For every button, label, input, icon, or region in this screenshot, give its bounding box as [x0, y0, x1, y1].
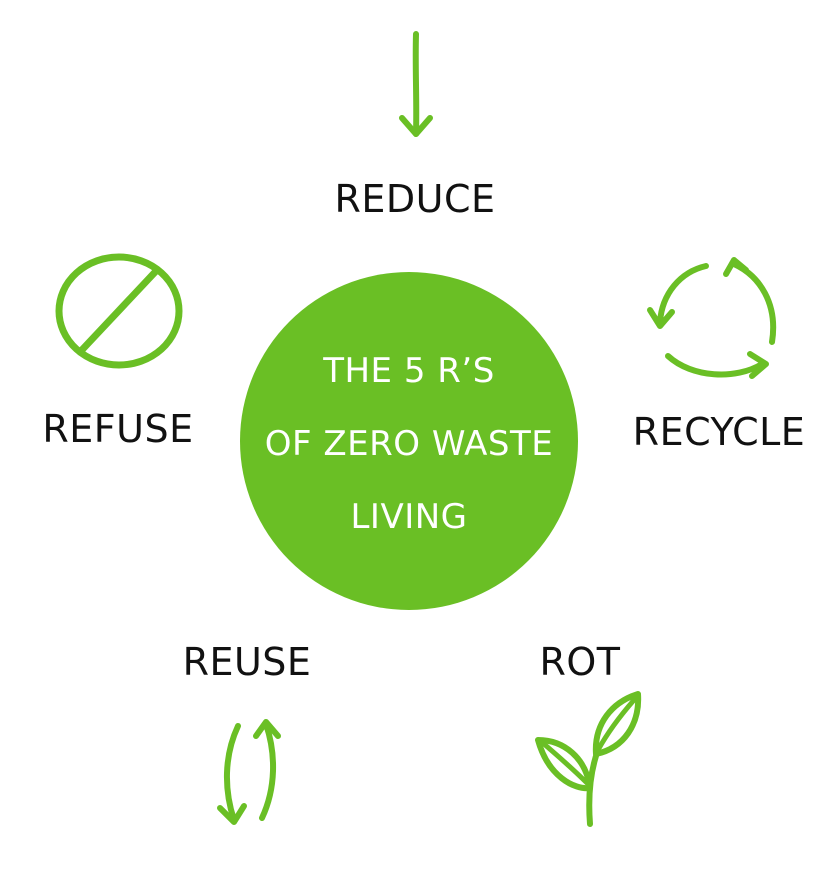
center-title-line-1: THE 5 R’S — [323, 351, 495, 391]
label-reuse: REUSE — [182, 640, 312, 684]
prohibition-icon — [54, 252, 184, 370]
label-reduce: REDUCE — [334, 177, 496, 221]
label-refuse: REFUSE — [42, 407, 194, 451]
label-rot: ROT — [539, 640, 621, 684]
label-recycle: RECYCLE — [632, 410, 806, 454]
center-title-line-2: OF ZERO WASTE — [264, 424, 554, 464]
recycle-arrows-icon — [646, 252, 782, 384]
swap-arrows-icon — [210, 716, 290, 828]
sprout-icon — [534, 688, 644, 828]
center-circle: THE 5 R’S OF ZERO WASTE LIVING — [240, 272, 578, 610]
center-title-line-3: LIVING — [350, 497, 468, 537]
arrow-down-icon — [396, 30, 436, 140]
